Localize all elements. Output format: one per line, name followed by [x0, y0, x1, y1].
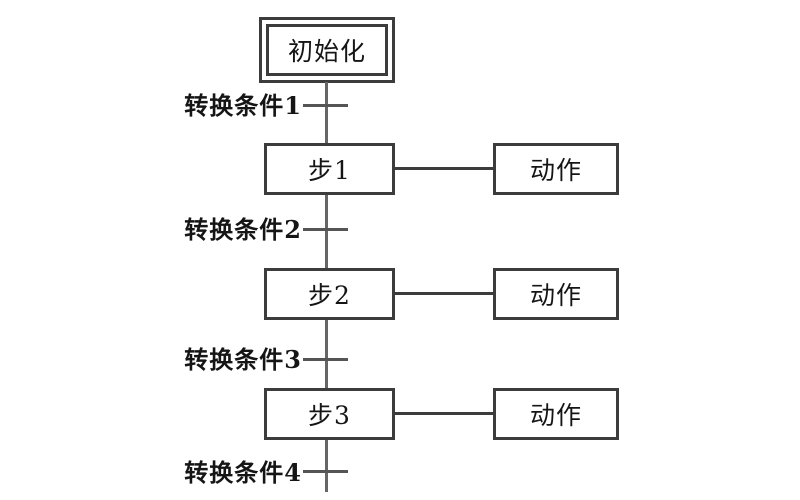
connector-line-1 [395, 167, 493, 170]
connector-line-3 [395, 412, 493, 415]
action-label-2: 动作 [529, 281, 582, 310]
init-step-label: 初始化 [287, 37, 366, 66]
action-box-1: 动作 [493, 143, 619, 195]
action-label-3: 动作 [529, 401, 582, 430]
transition-label-4: 转换条件4 [184, 458, 302, 487]
step-box-1: 步1 [264, 143, 395, 195]
flow-line-segment-4 [325, 440, 328, 492]
transition-bar-2 [303, 228, 348, 231]
step-label-1: 步1 [308, 156, 351, 185]
transition-label-2: 转换条件2 [184, 215, 302, 244]
transition-bar-4 [303, 470, 348, 473]
flow-line-segment-3 [325, 320, 328, 388]
transition-label-1: 转换条件1 [184, 91, 302, 120]
transition-label-3: 转换条件3 [184, 345, 302, 374]
step-box-2: 步2 [264, 268, 395, 320]
action-label-1: 动作 [529, 156, 582, 185]
transition-bar-3 [303, 358, 348, 361]
flow-line-segment-2 [325, 195, 328, 268]
step-box-3: 步3 [264, 388, 395, 440]
transition-bar-1 [303, 104, 348, 107]
step-label-2: 步2 [308, 281, 351, 310]
action-box-2: 动作 [493, 268, 619, 320]
init-step-inner-border: 初始化 [266, 24, 388, 76]
init-step-box: 初始化 [259, 17, 395, 83]
connector-line-2 [395, 292, 493, 295]
flow-line-segment-1 [325, 82, 328, 143]
action-box-3: 动作 [493, 388, 619, 440]
step-label-3: 步3 [308, 401, 351, 430]
